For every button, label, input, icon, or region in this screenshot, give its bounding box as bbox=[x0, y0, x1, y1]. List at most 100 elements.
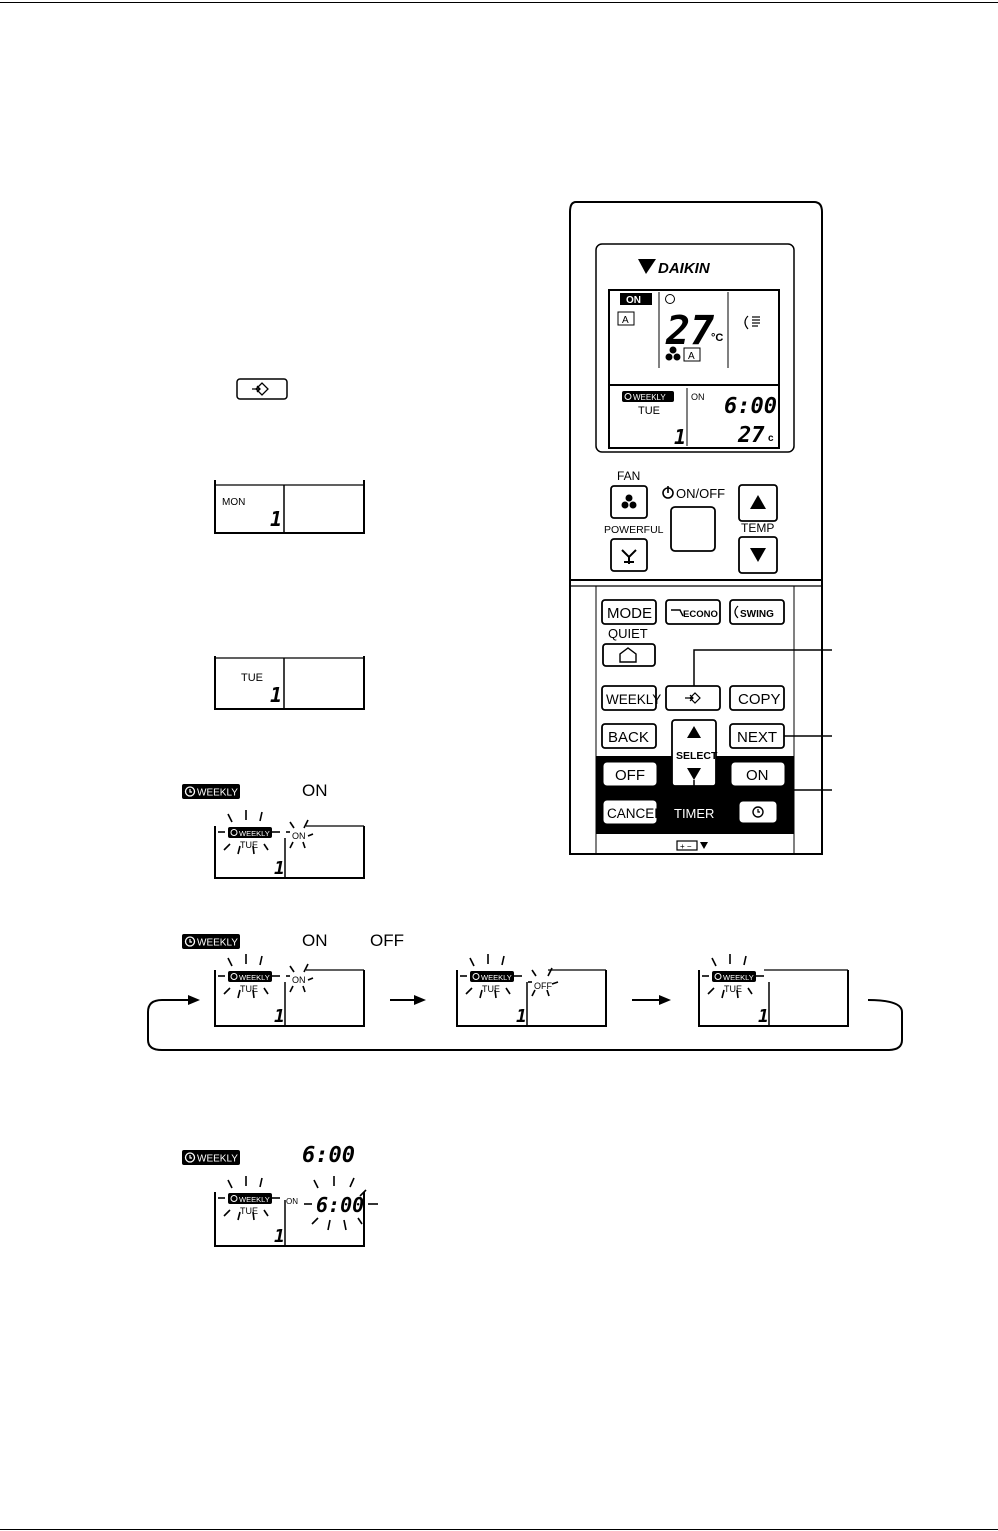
mon-day-label: MON bbox=[222, 497, 245, 508]
svg-text:+ −: + − bbox=[680, 842, 692, 851]
timer-on-button[interactable] bbox=[731, 762, 785, 786]
fan-label: FAN bbox=[617, 469, 640, 483]
econo-button[interactable] bbox=[665, 599, 721, 625]
cycle-arrow-head-3 bbox=[659, 995, 671, 1005]
blink-day-label: TUE bbox=[240, 840, 258, 850]
timer-on-label: ON bbox=[746, 767, 769, 784]
reservation-button-icon bbox=[236, 378, 288, 400]
mon-program-number: 1 bbox=[270, 507, 282, 531]
copy-label: COPY bbox=[738, 691, 781, 708]
lcd-timer-temp: 27 bbox=[737, 423, 765, 448]
lcd-day: TUE bbox=[638, 405, 660, 417]
onoff-label: ON/OFF bbox=[676, 486, 725, 501]
cycle-display-off: WEEKLY TUE OFF 1 bbox=[456, 954, 607, 1027]
svg-text:ON: ON bbox=[286, 1197, 298, 1206]
copy-button[interactable] bbox=[729, 685, 785, 711]
weekly-button[interactable] bbox=[601, 685, 657, 711]
mode-label: MODE bbox=[607, 605, 652, 622]
svg-text:WEEKLY: WEEKLY bbox=[723, 973, 754, 982]
display-blink-time: WEEKLY TUE ON 6:00 1 bbox=[214, 1176, 378, 1247]
onoff-button[interactable] bbox=[670, 506, 716, 552]
legend-weekly-text: WEEKLY bbox=[197, 788, 238, 799]
blink-time-value: 6:00 bbox=[316, 1193, 364, 1217]
svg-text:TUE: TUE bbox=[724, 984, 742, 994]
clock-icon bbox=[752, 806, 764, 818]
quiet-label: QUIET bbox=[608, 626, 648, 641]
econo-icon bbox=[671, 609, 684, 617]
mode-button[interactable] bbox=[601, 599, 657, 625]
legend-on-1: ON bbox=[302, 781, 328, 800]
select-up-icon bbox=[687, 726, 701, 738]
select-label: SELECT bbox=[676, 750, 718, 762]
legend-time: 6:00 bbox=[302, 1143, 355, 1168]
quiet-button[interactable] bbox=[602, 643, 656, 667]
lcd-fan-icon bbox=[665, 346, 681, 361]
lcd-timer-temp-unit: c bbox=[768, 433, 774, 444]
cycle-display-on: WEEKLY TUE ON 1 bbox=[214, 954, 365, 1027]
legend-weekly-3: WEEKLY bbox=[182, 1150, 240, 1165]
daikin-logo-icon bbox=[638, 259, 656, 274]
timer-off-button[interactable] bbox=[603, 762, 657, 786]
svg-text:TUE: TUE bbox=[240, 1206, 258, 1216]
svg-text:ON: ON bbox=[292, 975, 306, 985]
down-triangle-icon bbox=[750, 548, 766, 562]
svg-text:1: 1 bbox=[274, 1226, 285, 1247]
top-rule bbox=[0, 2, 998, 3]
cycle-diagram: WEEKLY TUE ON 1 WEEKLY TUE OFF 1 bbox=[147, 954, 903, 1051]
swing-label: SWING bbox=[740, 609, 774, 620]
back-button[interactable] bbox=[601, 723, 657, 749]
cancel-label: CANCEL bbox=[607, 806, 662, 821]
econo-label: ECONO bbox=[683, 609, 718, 620]
tue-day-label: TUE bbox=[241, 672, 263, 684]
svg-text:A: A bbox=[622, 315, 629, 326]
fan-button[interactable] bbox=[610, 485, 648, 519]
lcd-temp-main: 27 bbox=[665, 308, 714, 354]
legend-weekly-text-2: WEEKLY bbox=[197, 938, 238, 949]
svg-text:TUE: TUE bbox=[240, 984, 258, 994]
weekly-label: WEEKLY bbox=[606, 692, 661, 707]
display-blink-on: WEEKLY TUE ON 1 bbox=[214, 810, 365, 879]
svg-text:1: 1 bbox=[758, 1006, 769, 1027]
svg-text:WEEKLY: WEEKLY bbox=[239, 973, 270, 982]
cycle-display-blank: WEEKLY TUE 1 bbox=[698, 954, 849, 1027]
display-tue: TUE 1 bbox=[214, 656, 365, 710]
legend-on-2: ON bbox=[302, 931, 328, 950]
lcd-auto-mode-icon bbox=[617, 311, 635, 326]
lcd-swing-icon bbox=[744, 315, 760, 330]
svg-text:OFF: OFF bbox=[534, 981, 552, 991]
blink-on-label: ON bbox=[292, 831, 306, 841]
legend-weekly-text-3: WEEKLY bbox=[197, 1154, 238, 1165]
blink-weekly-text: WEEKLY bbox=[239, 829, 270, 838]
remote-control: DAIKIN ON A 27 °C A WEEKLY TUE 1 ON 6:00… bbox=[569, 201, 823, 855]
svg-text:TUE: TUE bbox=[482, 984, 500, 994]
lcd-weekly-text: WEEKLY bbox=[633, 393, 666, 402]
up-triangle-icon bbox=[750, 495, 766, 509]
svg-text:A: A bbox=[688, 351, 695, 362]
swing-button[interactable] bbox=[729, 599, 785, 625]
display-mon: MON 1 bbox=[214, 480, 365, 534]
blink-program-number: 1 bbox=[274, 858, 285, 879]
legend-weekly-1: WEEKLY bbox=[182, 784, 240, 799]
brand-name: DAIKIN bbox=[658, 260, 711, 277]
svg-text:WEEKLY: WEEKLY bbox=[481, 973, 512, 982]
battery-icon bbox=[676, 840, 698, 851]
lcd-program-no: 1 bbox=[674, 425, 686, 449]
lcd-weekly-badge bbox=[622, 391, 674, 402]
select-down-icon bbox=[687, 768, 701, 780]
legend-off-2: OFF bbox=[370, 931, 404, 950]
lcd-on-badge bbox=[620, 293, 652, 305]
bottom-rule bbox=[0, 1529, 998, 1530]
lcd-thermo-icon bbox=[665, 294, 675, 304]
callout-lines bbox=[693, 649, 832, 791]
cancel-button[interactable] bbox=[603, 800, 657, 824]
lcd-on-text: ON bbox=[626, 295, 641, 306]
callout-program bbox=[693, 649, 832, 686]
cycle-arrow-head-1 bbox=[188, 995, 200, 1005]
powerful-button[interactable] bbox=[610, 538, 648, 572]
timer-label: TIMER bbox=[674, 806, 714, 821]
next-label: NEXT bbox=[737, 729, 777, 746]
svg-text:1: 1 bbox=[274, 1006, 285, 1027]
quiet-house-icon bbox=[619, 647, 637, 663]
program-icon bbox=[689, 692, 701, 704]
back-label: BACK bbox=[608, 729, 649, 746]
